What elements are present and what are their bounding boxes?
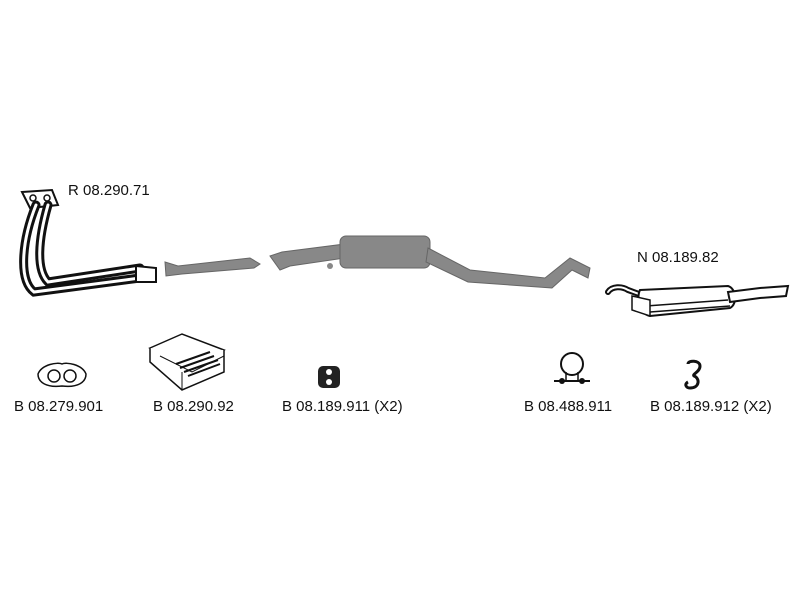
clamp-icon[interactable] [554, 352, 590, 384]
front-pipe-drawing[interactable] [19, 188, 157, 297]
clamp-label: B 08.488.911 [524, 398, 613, 415]
rubber-hanger-icon[interactable] [318, 366, 340, 388]
intermediate-pipe-drawing[interactable] [164, 257, 261, 277]
mounting-kit-label: B 08.290.92 [153, 398, 234, 415]
rubber-ring-label: B 08.189.912 (X2) [650, 398, 772, 415]
rear-silencer-label: N 08.189.82 [637, 249, 719, 266]
rear-silencer-drawing[interactable] [605, 284, 790, 318]
mounting-kit-icon[interactable] [148, 333, 226, 391]
center-silencer-drawing[interactable] [269, 235, 591, 289]
rubber-ring-icon[interactable] [684, 359, 702, 390]
gasket-label: B 08.279.901 [14, 398, 104, 415]
gasket-icon[interactable] [37, 362, 87, 388]
rubber-hanger-label: B 08.189.911 (X2) [282, 398, 403, 415]
front-pipe-label: R 08.290.71 [68, 182, 150, 199]
